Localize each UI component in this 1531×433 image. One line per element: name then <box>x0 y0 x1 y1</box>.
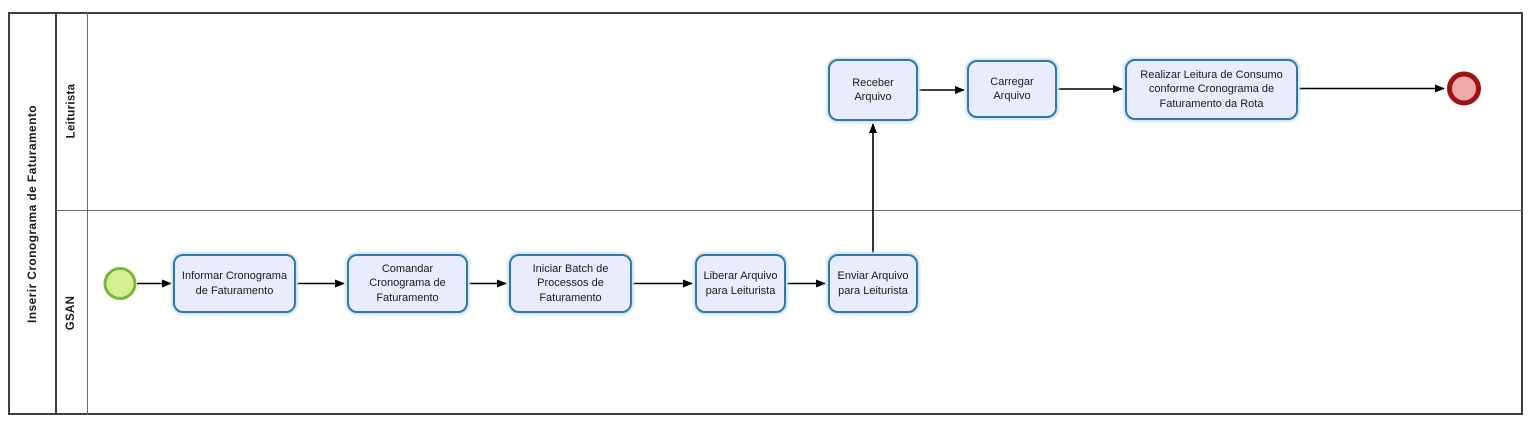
start-event[interactable] <box>103 267 137 300</box>
task-label: Liberar Arquivo para Leiturista <box>703 270 778 297</box>
task-label: Iniciar Batch de Processos de Faturament… <box>532 263 609 304</box>
task-label: Informar Cronograma de Faturamento <box>181 270 288 297</box>
lane-leiturista-label: Leiturista <box>65 83 78 139</box>
lane-gsan: GSAN <box>55 210 87 415</box>
task-label: Realizar Leitura de Consumo conforme Cro… <box>1140 69 1283 110</box>
pool-title: Inserir Cronograma de Faturamento <box>24 104 39 323</box>
pool-title-separator <box>55 12 57 415</box>
task-label: Receber Arquivo <box>852 76 894 103</box>
task-label: Enviar Arquivo para Leiturista <box>837 270 909 297</box>
task-label: Comandar Cronograma de Faturamento <box>369 263 446 304</box>
lane-divider <box>56 210 1522 211</box>
lane-label-separator <box>87 12 88 415</box>
task-carregar-arquivo[interactable]: Carregar Arquivo <box>967 60 1057 118</box>
task-comandar-cronograma[interactable]: Comandar Cronograma de Faturamento <box>347 254 468 313</box>
task-informar-cronograma[interactable]: Informar Cronograma de Faturamento <box>173 254 296 313</box>
lane-leiturista: Leiturista <box>55 12 87 210</box>
task-enviar-arquivo[interactable]: Enviar Arquivo para Leiturista <box>828 254 918 313</box>
lane-gsan-label: GSAN <box>65 295 77 330</box>
task-realizar-leitura[interactable]: Realizar Leitura de Consumo conforme Cro… <box>1125 59 1298 120</box>
task-iniciar-batch[interactable]: Iniciar Batch de Processos de Faturament… <box>509 254 632 313</box>
task-receber-arquivo[interactable]: Receber Arquivo <box>828 59 918 121</box>
task-liberar-arquivo[interactable]: Liberar Arquivo para Leiturista <box>695 254 786 313</box>
task-label: Carregar Arquivo <box>990 75 1034 102</box>
end-event[interactable] <box>1447 71 1481 106</box>
pool-title-cell: Inserir Cronograma de Faturamento <box>8 12 55 415</box>
